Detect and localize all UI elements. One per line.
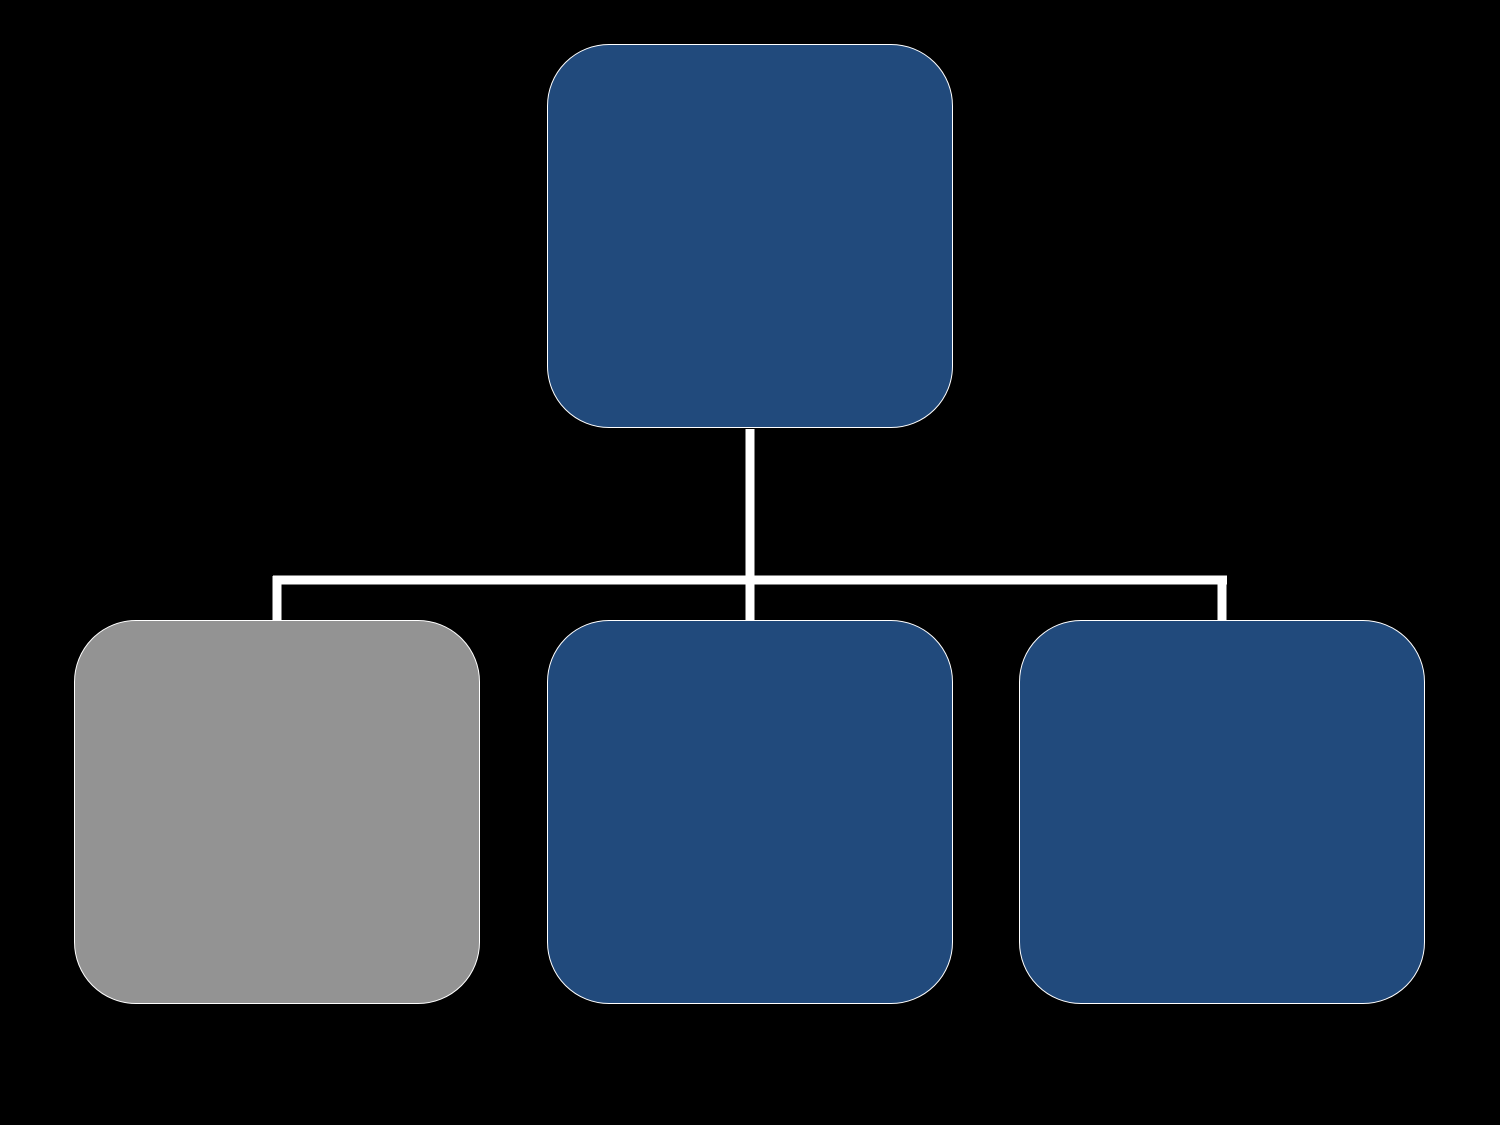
node-root[interactable]	[547, 44, 953, 428]
node-right[interactable]	[1019, 620, 1425, 1004]
node-middle[interactable]	[547, 620, 953, 1004]
node-left[interactable]	[74, 620, 480, 1004]
